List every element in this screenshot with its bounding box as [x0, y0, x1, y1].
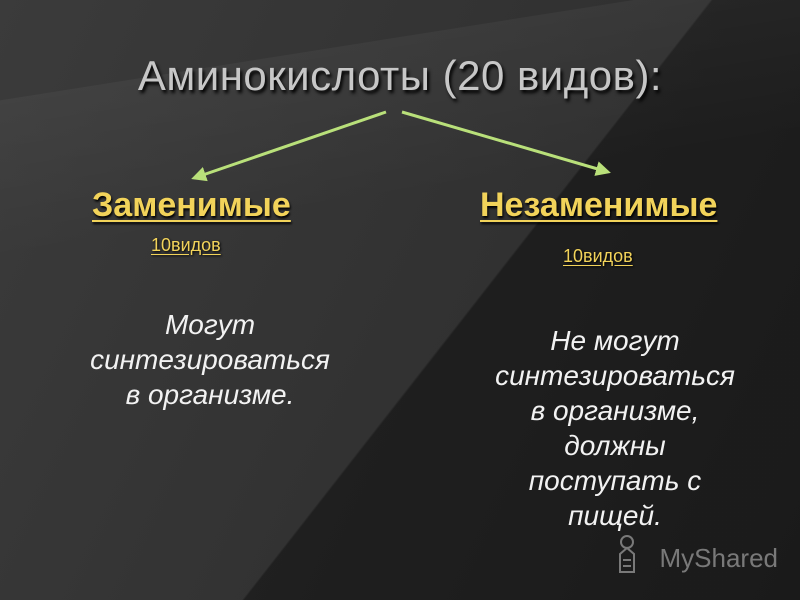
slide-title: Аминокислоты (20 видов): [137, 52, 663, 99]
left-line-2: синтезироваться [90, 344, 330, 375]
right-line-1: Не могут [550, 325, 680, 356]
right-heading[interactable]: Незаменимые [480, 186, 718, 224]
arrow-left [191, 110, 387, 182]
right-count[interactable]: 10видов [563, 246, 633, 266]
left-line-3: в организме. [125, 379, 295, 410]
left-count[interactable]: 10видов [151, 235, 221, 255]
watermark-text: MyShared [659, 543, 779, 573]
right-description: Не могут синтезироваться в организме, до… [420, 323, 800, 533]
right-line-6: пищей. [568, 500, 662, 531]
right-line-3: в организме, [530, 395, 700, 426]
myshared-logo-icon [619, 535, 635, 573]
arrow-right [401, 110, 611, 176]
left-heading[interactable]: Заменимые [92, 186, 291, 224]
right-line-5: поступать с [528, 465, 702, 496]
right-line-2: синтезироваться [495, 360, 735, 391]
left-description: Могут синтезироваться в организме. [20, 307, 400, 412]
left-line-1: Могут [164, 309, 256, 340]
right-line-4: должны [564, 430, 666, 461]
